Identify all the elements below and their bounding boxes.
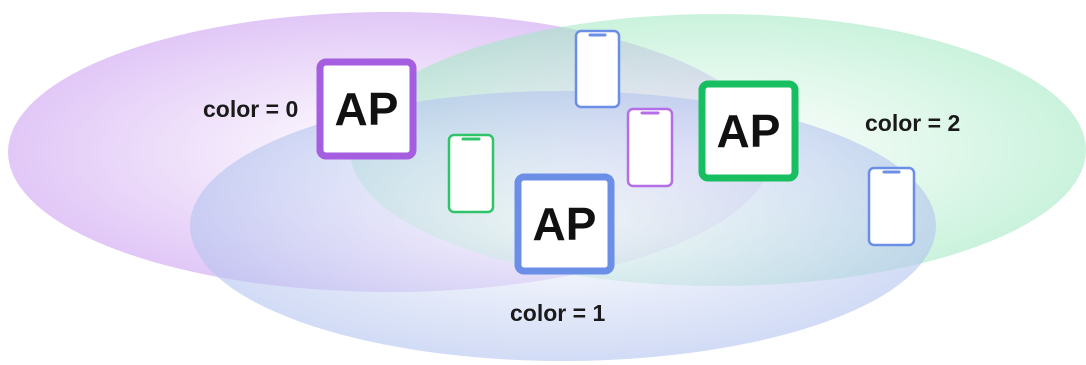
ap-blue-box <box>514 173 615 275</box>
zone-label-color-0: color = 0 <box>203 96 298 122</box>
phone-icon <box>574 29 621 109</box>
ap-purple-label: AP <box>335 83 399 135</box>
ap-green-label: AP <box>717 105 781 157</box>
phone-icon <box>626 107 674 188</box>
access-point-blue: AP <box>514 173 615 275</box>
phone-icon <box>447 133 495 214</box>
zone-label-color-2: color = 2 <box>865 110 960 136</box>
zone-label-color-1: color = 1 <box>510 300 605 326</box>
access-point-green: AP <box>698 80 799 182</box>
ap-purple-box <box>316 58 417 160</box>
access-point-purple: AP <box>316 58 417 160</box>
phone-icon <box>867 166 916 247</box>
ap-blue-label: AP <box>533 198 597 250</box>
ap-green-box <box>698 80 799 182</box>
